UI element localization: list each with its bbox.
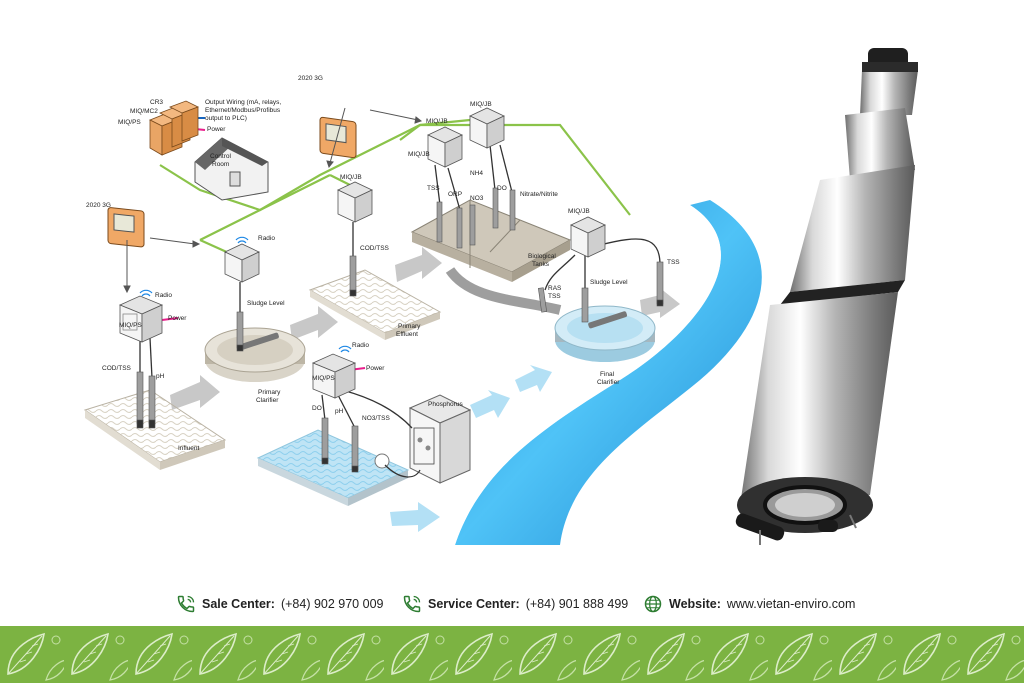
label-radio-mid: Radio xyxy=(258,235,275,242)
controller-2020-3g-top xyxy=(319,116,357,159)
label-radio-bottom: Radio xyxy=(352,342,369,349)
label-cr3: CR3 xyxy=(150,99,163,106)
miq-module-stack-top xyxy=(149,100,199,156)
service-center-label: Service Center: xyxy=(428,597,520,611)
label-miq-jb-2: MIQ/JB xyxy=(426,118,448,125)
label-cod-tss-left: COD/TSS xyxy=(102,365,132,372)
leaf-pattern-footer xyxy=(0,626,1024,683)
label-miq-jb-3: MIQ/JB xyxy=(408,151,430,158)
service-center-phone[interactable]: (+84) 901 888 499 xyxy=(525,597,629,611)
junction-box-mid xyxy=(337,181,373,223)
label-final-clarifier-1: Final xyxy=(600,371,615,378)
stainless-sensor-probe xyxy=(735,48,918,545)
label-ras-tss: TSS xyxy=(548,293,561,300)
label-control-room-1: Control xyxy=(210,153,232,160)
junction-box-right xyxy=(570,216,606,258)
label-controller-top: 2020 3G xyxy=(298,75,323,82)
miq-ps-module-bottom xyxy=(311,353,357,399)
miq-ps-module-left xyxy=(118,295,164,343)
website-label: Website: xyxy=(669,597,721,611)
control-room-building xyxy=(194,137,269,201)
label-primary-clarifier-2: Clarifier xyxy=(256,397,279,404)
final-clarifier xyxy=(554,305,656,362)
aeration-tank xyxy=(256,429,410,506)
sale-center-phone[interactable]: (+84) 902 970 009 xyxy=(280,597,384,611)
label-controller-left: 2020 3G xyxy=(86,202,111,209)
label-output-wiring-1: Output Wiring (mA, relays, xyxy=(205,99,281,106)
water-arrows xyxy=(390,365,552,532)
label-sludge-level-mid: Sludge Level xyxy=(247,300,285,307)
label-final-clarifier-2: Clarifier xyxy=(597,379,620,386)
website[interactable]: Website: www.vietan-enviro.com xyxy=(643,594,855,614)
label-no3-tss-bottom: NO3/TSS xyxy=(362,415,390,422)
phone-icon xyxy=(403,595,421,613)
label-no3: NO3 xyxy=(470,195,484,202)
label-miq-jb-right: MIQ/JB xyxy=(568,208,590,215)
label-ph-left: pH xyxy=(156,373,165,380)
label-cod-tss-mid: COD/TSS xyxy=(360,245,390,252)
label-power-bottom: Power xyxy=(366,365,385,372)
service-center[interactable]: Service Center: (+84) 901 888 499 xyxy=(402,594,628,614)
label-influent: Influent xyxy=(178,445,200,452)
label-phosphorus: Phosphorus xyxy=(428,401,463,408)
label-biological-tanks-1: Biological xyxy=(528,253,556,260)
sale-center-label: Sale Center: xyxy=(202,597,275,611)
label-primary-effluent-2: Effluent xyxy=(396,331,418,338)
label-sludge-level-right: Sludge Level xyxy=(590,279,628,286)
label-miq-jb-1: MIQ/JB xyxy=(470,101,492,108)
controller-2020-3g-left xyxy=(107,207,145,248)
globe-icon xyxy=(644,595,662,613)
label-tss-right: TSS xyxy=(667,259,680,266)
label-power-top: Power xyxy=(207,126,226,133)
label-primary-clarifier-1: Primary xyxy=(258,389,281,396)
primary-effluent-tank xyxy=(308,269,442,340)
label-miq-jb-mid: MIQ/JB xyxy=(340,174,362,181)
label-power-left: Power xyxy=(168,315,187,322)
junction-box-bio-1 xyxy=(427,126,463,168)
radio-icons xyxy=(139,236,352,353)
label-tss-bio: TSS xyxy=(427,185,440,192)
label-nitrate-nitrite: Nitrate/Nitrite xyxy=(520,191,558,198)
junction-box-radio-mid xyxy=(224,243,260,283)
label-orp: ORP xyxy=(448,191,462,198)
phone-icon xyxy=(177,595,195,613)
sensor-probes xyxy=(136,187,664,473)
label-biological-tanks-2: Tanks xyxy=(532,261,550,268)
website-url[interactable]: www.vietan-enviro.com xyxy=(726,597,856,611)
junction-box-bio-2 xyxy=(469,107,505,149)
label-nh4: NH4 xyxy=(470,170,483,177)
river xyxy=(455,200,762,545)
label-miq-ps-top: MIQ/PS xyxy=(118,119,141,126)
label-miq-ps-left: MIQ/PS xyxy=(119,322,142,329)
label-output-wiring-3: output to PLC) xyxy=(205,115,247,122)
biological-tanks xyxy=(410,199,572,282)
leaf-pattern xyxy=(0,626,1024,683)
label-control-room-2: Room xyxy=(212,161,229,168)
label-ph-bottom: pH xyxy=(335,408,344,415)
label-primary-effluent-1: Primary xyxy=(398,323,421,330)
sale-center[interactable]: Sale Center: (+84) 902 970 009 xyxy=(176,594,383,614)
label-radio-left: Radio xyxy=(155,292,172,299)
label-ras: RAS xyxy=(548,285,562,292)
primary-clarifier xyxy=(204,327,306,382)
label-miq-ps-bottom: MIQ/PS xyxy=(312,375,335,382)
label-output-wiring-2: Ethernet/Modbus/Profibus xyxy=(205,107,281,114)
phosphorus-analyzer-cabinet xyxy=(408,394,472,484)
label-do-bio: DO xyxy=(497,185,507,192)
diagram-labels: Output Wiring (mA, relays, Ethernet/Modb… xyxy=(86,75,680,452)
contact-bar: Sale Center: (+84) 902 970 009 Service C… xyxy=(0,590,1024,620)
label-do-bottom: DO xyxy=(312,405,322,412)
label-miq-mc2: MIQ/MC2 xyxy=(130,108,158,115)
